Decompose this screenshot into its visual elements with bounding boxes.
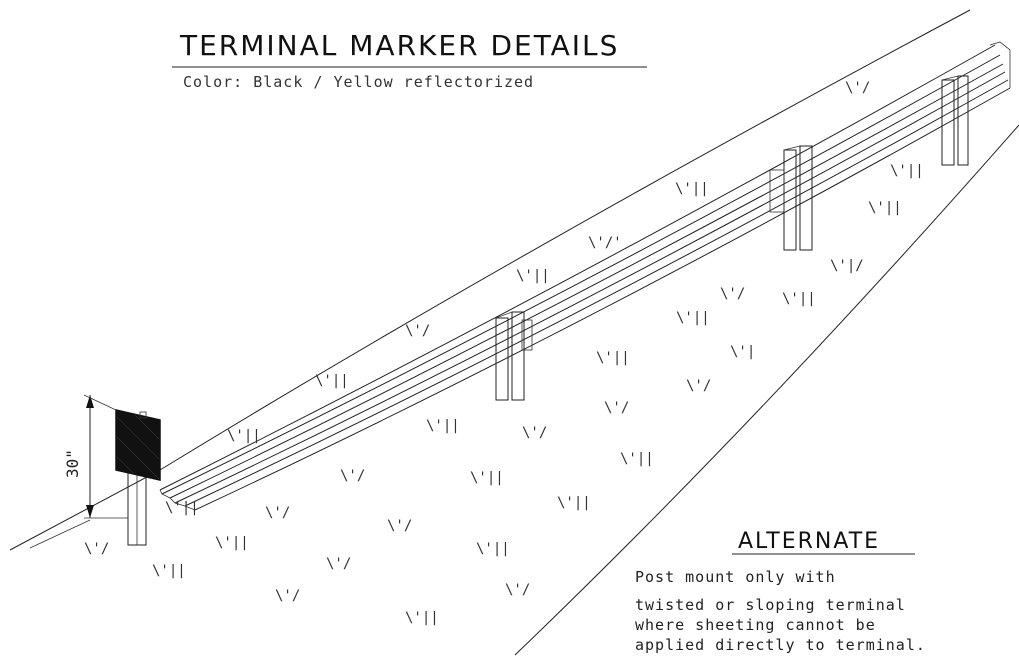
alternate-note-line-2: twisted or sloping terminal: [635, 596, 906, 614]
beam-edge-5: [184, 79, 1009, 507]
grass-mark: \'||: [868, 200, 902, 216]
grass-mark: \'/: [326, 556, 351, 572]
beam-edge-4: [174, 71, 1006, 504]
beam-far-end: [989, 41, 1011, 88]
marker-panel: [115, 409, 161, 481]
grass-mark: \'/: [505, 582, 530, 598]
upper-slope-line: [159, 9, 971, 471]
grass-mark: \'/: [340, 468, 365, 484]
grass-mark: \'/: [686, 378, 711, 394]
grass-mark: \'||: [165, 500, 199, 516]
alternate-heading: ALTERNATE: [738, 529, 880, 554]
alternate-note-line-3: where sheeting cannot be: [635, 616, 876, 634]
grass-mark: \'/: [845, 80, 870, 96]
alternate-note-line-4: applied directly to terminal.: [635, 636, 926, 654]
drawing-subtitle: Color: Black / Yellow reflectorized: [183, 73, 534, 91]
grass-mark: \'||: [405, 610, 439, 626]
grass-mark: \'||: [675, 181, 709, 197]
grass-mark: \'/: [265, 505, 290, 521]
guardrail-posts: [495, 75, 969, 401]
grass-mark: \'||: [596, 350, 630, 366]
grass-mark: \'||: [152, 563, 186, 579]
post-3: [941, 75, 969, 166]
grass-mark: \'|/: [830, 258, 864, 274]
dimension-arrow-top: [86, 395, 94, 408]
dimension-arrow-bottom: [86, 505, 94, 518]
beam-edge-2: [161, 54, 1001, 495]
guardrail-beam: [159, 41, 1011, 511]
beam-end-cap: [159, 489, 196, 511]
grass-mark: \'/': [588, 235, 622, 251]
grass-mark: \'||: [315, 373, 349, 389]
ground-line-left: [9, 469, 161, 551]
ground-lines: [9, 9, 1019, 656]
grass-mark: \'||: [557, 495, 591, 511]
grass-mark: \'/: [405, 323, 430, 339]
grass-mark: \'||: [426, 418, 460, 434]
dimension-label: 30": [63, 449, 82, 478]
grass-mark: \'||: [476, 541, 510, 557]
grass-mark: \'/: [522, 425, 547, 441]
terminal-marker: [115, 409, 161, 546]
beam-edge-1: [159, 44, 996, 491]
grass-mark: \'/: [720, 286, 745, 302]
grass-mark: \'/: [604, 400, 629, 416]
post-1: [495, 311, 533, 401]
beam-edge-3: [169, 63, 1004, 499]
alternate-note: ALTERNATE Post mount only with twisted o…: [635, 529, 926, 654]
grass-mark: \'|: [730, 344, 755, 360]
grass-mark: \'/: [275, 588, 300, 604]
beam-edge-6: [194, 87, 1011, 511]
marker-stripes: [116, 410, 160, 480]
lower-slope-line: [514, 124, 1019, 656]
alternate-note-line-1: Post mount only with: [635, 568, 836, 586]
grass-mark: \'/: [84, 541, 109, 557]
dimension-30in: 30": [63, 394, 128, 519]
grass-mark: \'||: [782, 291, 816, 307]
grass-mark: \'/: [387, 518, 412, 534]
drawing-title: TERMINAL MARKER DETAILS: [179, 29, 619, 62]
grass-mark: \'||: [620, 451, 654, 467]
grass-mark: \'||: [227, 428, 261, 444]
grass-mark: \'||: [215, 535, 249, 551]
grass-symbols: \'/ \'|| \'|| \'|| \'/' \'|| \'|/ \'/ \'|| \'|| \'…: [84, 80, 924, 626]
grass-mark: \'||: [516, 268, 550, 284]
post-2: [769, 145, 813, 251]
grass-mark: \'||: [676, 310, 710, 326]
ground-line-left-low: [29, 519, 91, 549]
grass-mark: \'||: [890, 163, 924, 179]
grass-mark: \'||: [470, 470, 504, 486]
